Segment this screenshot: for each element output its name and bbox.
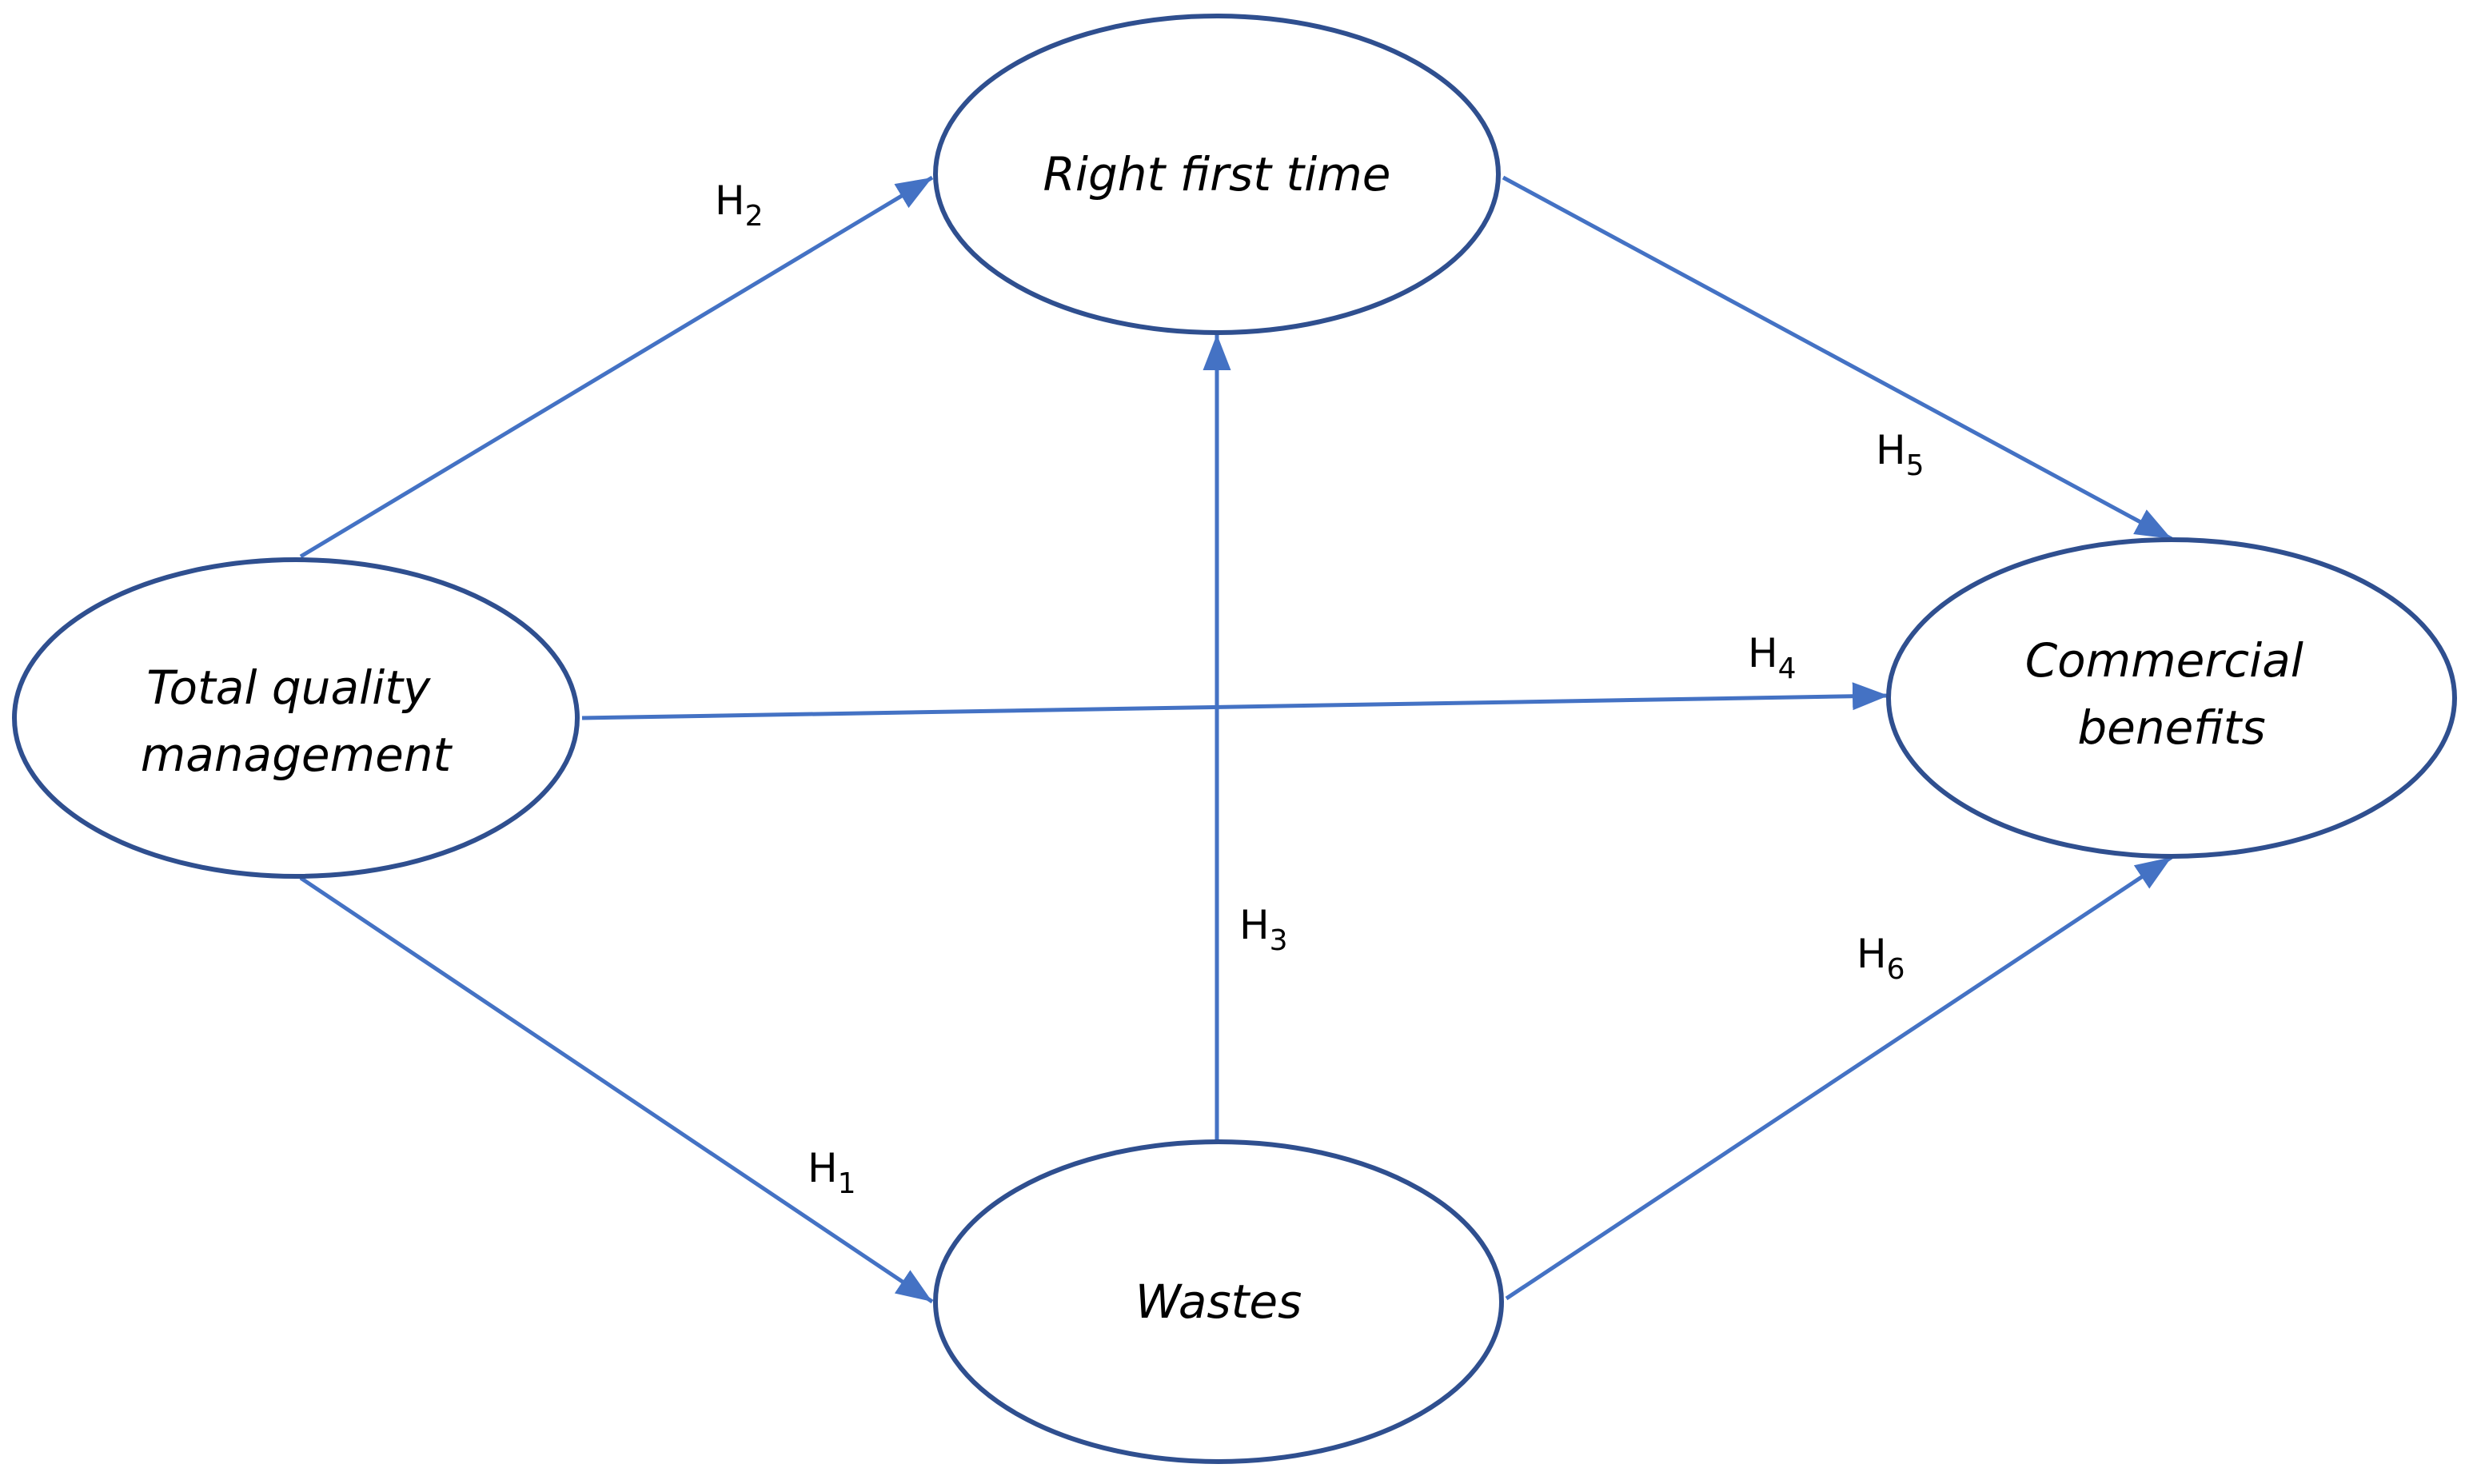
edge-label-h3-sub: 3 — [1270, 924, 1288, 957]
edge-label-h2-base: H — [715, 178, 745, 224]
edge-label-h5-base: H — [1876, 427, 1906, 473]
node-label-commercial-line1: Commercial — [2025, 633, 2303, 688]
edge-h1-tqm-to-wastes — [299, 876, 934, 1304]
edge-label-h5: H5 — [1876, 427, 1925, 482]
node-label-tqm: Total quality management — [141, 660, 453, 782]
node-right-first-time: Right first time — [933, 14, 1501, 335]
edge-label-h1-base: H — [808, 1145, 838, 1191]
edge-label-h6-sub: 6 — [1887, 953, 1905, 986]
edge-label-h1-sub: 1 — [838, 1167, 856, 1200]
node-label-tqm-line2: management — [141, 728, 453, 782]
node-wastes: Wastes — [933, 1139, 1504, 1464]
edge-label-h4-base: H — [1748, 630, 1778, 676]
edge-label-h4: H4 — [1748, 630, 1797, 685]
edge-label-h4-sub: 4 — [1778, 652, 1797, 685]
node-total-quality-management: Total quality management — [12, 557, 580, 879]
edge-label-h1: H1 — [808, 1145, 856, 1200]
edge-h2-tqm-to-rft — [299, 175, 934, 559]
node-commercial-benefits: Commercial benefits — [1886, 537, 2457, 859]
edge-label-h6-base: H — [1857, 931, 1887, 977]
node-label-tqm-line1: Total quality — [146, 660, 431, 715]
node-label-commercial: Commercial benefits — [2025, 633, 2319, 755]
edge-label-h3-base: H — [1239, 902, 1270, 948]
edge-label-h6: H6 — [1857, 931, 1905, 986]
node-shape-wastes — [933, 1139, 1504, 1464]
edge-h4-tqm-to-commercial — [581, 682, 1889, 720]
node-shape-commercial — [1886, 537, 2457, 859]
edge-label-h5-sub: 5 — [1906, 449, 1925, 482]
node-shape-tqm — [12, 557, 580, 879]
edge-h6-wastes-to-commercial — [1505, 855, 2173, 1301]
node-label-rft: Right first time — [1043, 147, 1391, 201]
edge-label-h3: H3 — [1239, 902, 1288, 957]
edge-label-h2: H2 — [715, 178, 764, 233]
node-label-wastes: Wastes — [1135, 1275, 1302, 1329]
edge-label-h2-sub: 2 — [745, 200, 764, 233]
node-label-commercial-line2: benefits — [2077, 700, 2265, 755]
edge-h5-rft-to-commercial — [1502, 175, 2173, 541]
node-shape-rft — [933, 14, 1501, 335]
